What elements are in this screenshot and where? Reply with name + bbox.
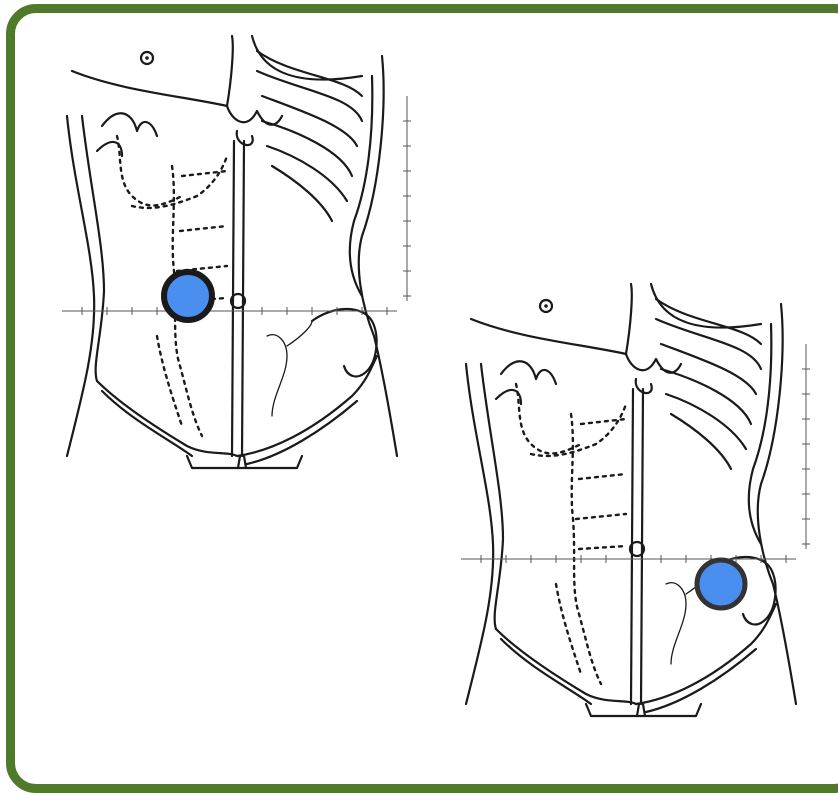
marker-left-lower-quadrant	[697, 560, 745, 608]
torso-right	[461, 284, 810, 716]
torso-left	[62, 36, 411, 468]
marker-right-mid-abdomen	[164, 272, 212, 320]
